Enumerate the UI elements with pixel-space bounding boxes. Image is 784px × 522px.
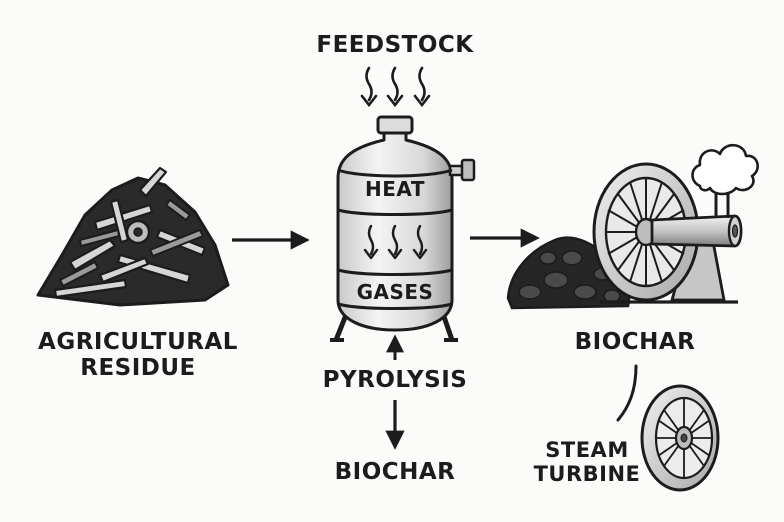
label-steam-turbine: STEAM TURBINE [520, 438, 654, 486]
label-pyrolysis: PYROLYSIS [322, 367, 468, 393]
steam-turbine-illustration [640, 384, 720, 492]
feedstock-arrow-2 [391, 66, 399, 102]
feedstock-arrow-3 [418, 66, 426, 102]
label-gases: GASES [356, 280, 434, 304]
pyrolysis-reactor-illustration [330, 115, 476, 342]
connector-biochar-to-turbine [616, 364, 638, 422]
feedstock-arrowhead-3 [413, 94, 431, 108]
feedstock-arrows [360, 66, 431, 108]
label-biochar-output: BIOCHAR [334, 459, 456, 485]
label-heat: HEAT [365, 177, 425, 201]
label-agricultural-residue: AGRICULTURAL RESIDUE [20, 329, 256, 382]
label-feedstock: FEEDSTOCK [316, 32, 474, 58]
feedstock-arrowhead-2 [386, 94, 404, 108]
label-agricultural-residue-line2: RESIDUE [80, 355, 196, 382]
feedstock-arrow-1 [365, 66, 373, 102]
label-steam-turbine-line1: STEAM [545, 438, 629, 462]
feedstock-arrowhead-1 [360, 94, 378, 108]
label-agricultural-residue-line1: AGRICULTURAL [38, 329, 238, 355]
turbine-wheel-illustration [592, 143, 759, 304]
label-steam-turbine-line2: TURBINE [533, 462, 641, 487]
label-biochar-product: BIOCHAR [574, 329, 696, 355]
residue-pile-illustration [36, 166, 230, 307]
